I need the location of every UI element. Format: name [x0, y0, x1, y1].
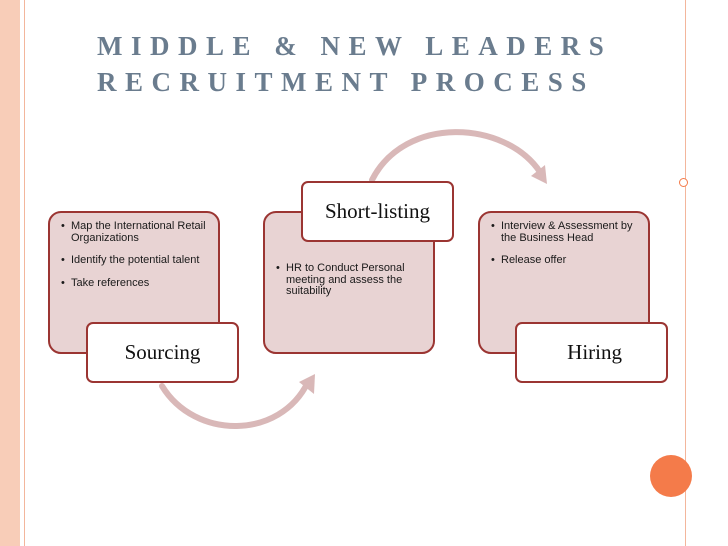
slide-title: MIDDLE & NEW LEADERS RECRUITMENT PROCESS — [97, 28, 657, 100]
ring-dot-decor — [679, 178, 688, 187]
sourcing-bullet: Take references — [61, 277, 212, 290]
sourcing-label-box: Sourcing — [86, 322, 239, 383]
arrowhead-sourcing-to-shortlisting — [299, 374, 315, 394]
sourcing-bullet: Identify the potential talent — [61, 254, 212, 267]
shortlisting-label-box: Short-listing — [301, 181, 454, 242]
right-decor-line — [685, 0, 686, 546]
shortlisting-bullet-list: HR to Conduct Personal meeting and asses… — [269, 262, 423, 298]
left-decor-line — [24, 0, 25, 546]
shortlisting-bullet: HR to Conduct Personal meeting and asses… — [276, 262, 423, 298]
arrow-sourcing-to-shortlisting — [159, 379, 311, 429]
hiring-bullet: Interview & Assessment by the Business H… — [491, 220, 642, 244]
sourcing-bullet-list: Map the International Retail Organizatio… — [54, 220, 212, 290]
hiring-label-box: Hiring — [515, 322, 668, 383]
title-line-1: MIDDLE & NEW LEADERS — [97, 31, 613, 61]
title-line-2: RECRUITMENT PROCESS — [97, 67, 595, 97]
orange-circle-decor — [650, 455, 692, 497]
hiring-bullet: Release offer — [491, 254, 642, 267]
arrow-shortlisting-to-hiring — [369, 129, 543, 183]
sourcing-bullet: Map the International Retail Organizatio… — [61, 220, 212, 244]
left-decor-stripe — [0, 0, 20, 546]
hiring-bullet-list: Interview & Assessment by the Business H… — [484, 220, 642, 267]
arrowhead-shortlisting-to-hiring — [531, 165, 547, 184]
